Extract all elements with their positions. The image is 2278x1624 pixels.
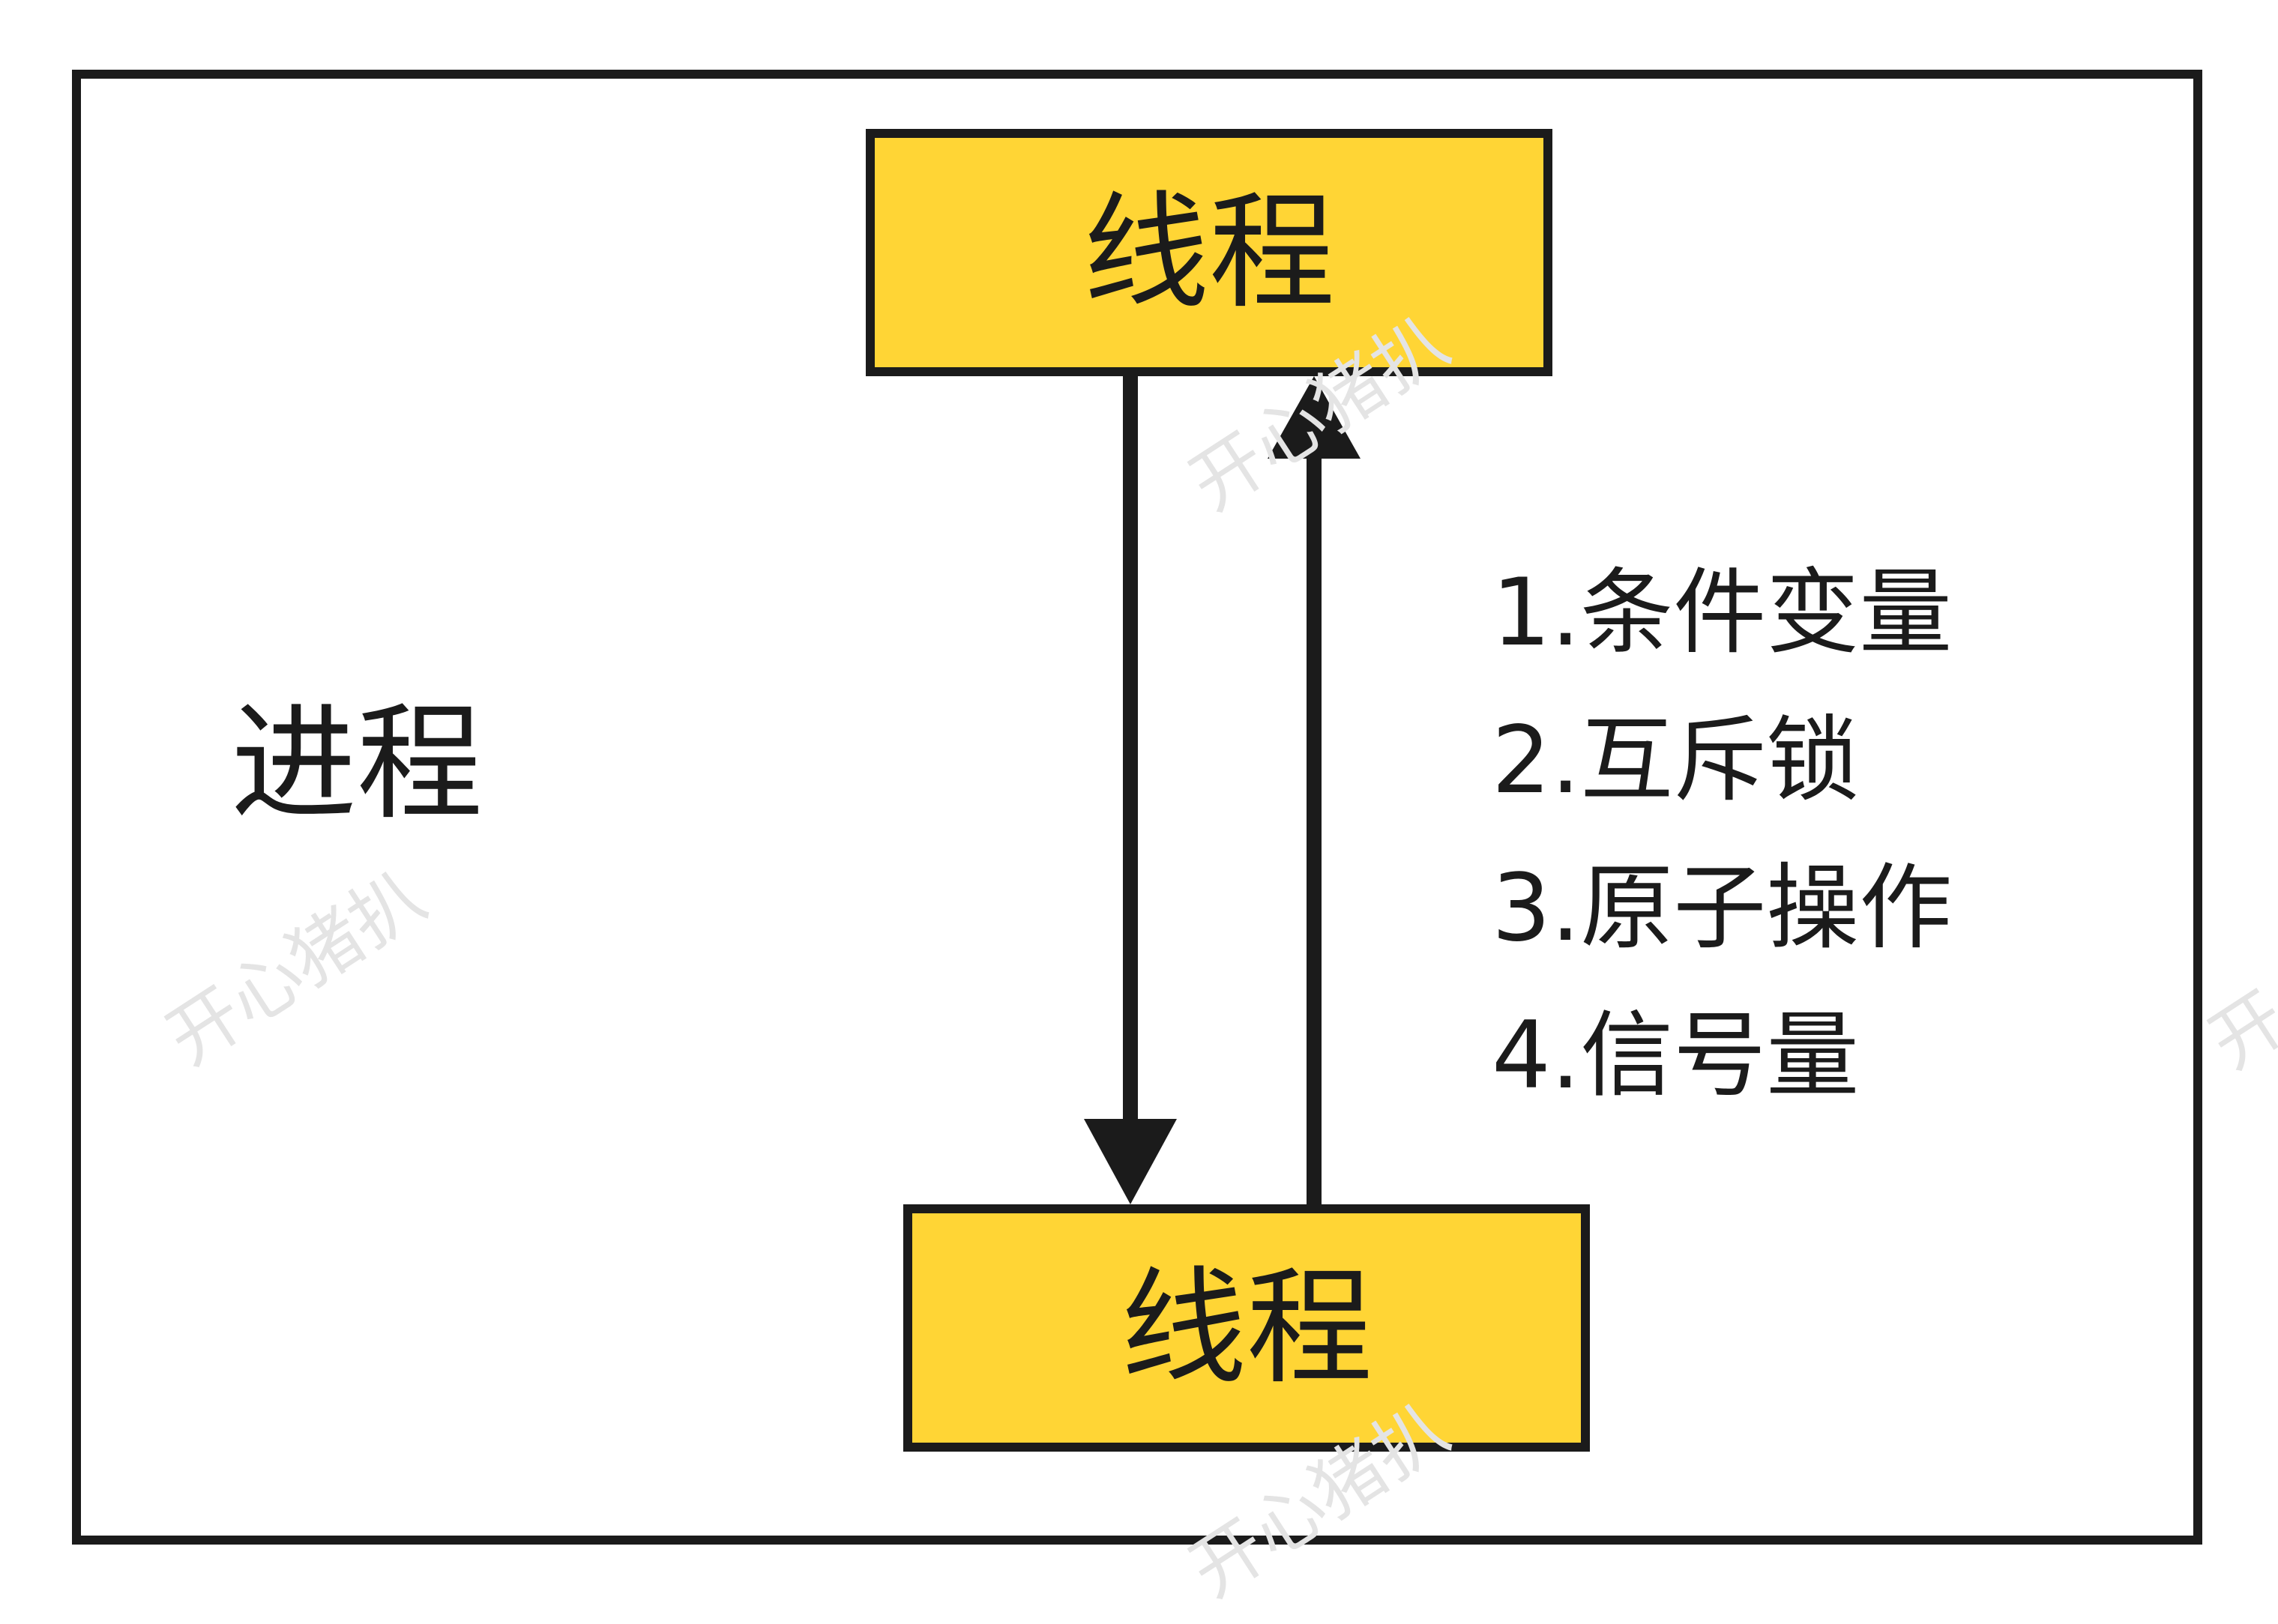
sync-method-condition-variable: 1.条件变量 [1492,559,1953,667]
thread-bottom-label: 线程 [1121,1255,1372,1401]
arrow-down-head [1084,1119,1177,1204]
sync-method-semaphore: 4.信号量 [1492,1002,1860,1110]
sync-method-mutex: 2.互斥锁 [1492,707,1860,815]
thread-box-top: 线程 [866,129,1552,376]
sync-methods-list: 1.条件变量 2.互斥锁 3.原子操作 4.信号量 [1492,540,1952,1130]
thread-box-bottom: 线程 [903,1204,1590,1452]
thread-top-label: 线程 [1083,179,1335,326]
process-label: 进程 [231,690,483,837]
sync-method-atomic: 3.原子操作 [1492,854,1953,962]
arrow-up-head [1268,376,1361,459]
